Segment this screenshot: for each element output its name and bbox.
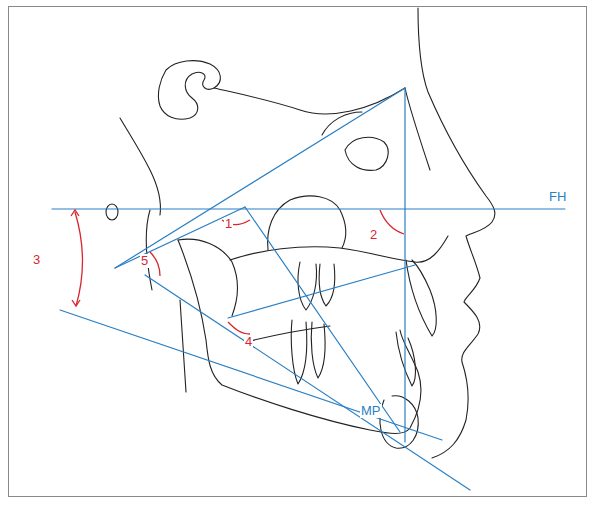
angle-number: 4 xyxy=(244,335,253,349)
angle-number: 5 xyxy=(140,254,149,268)
plane-label: MP xyxy=(360,404,382,418)
angle-number: 2 xyxy=(369,228,378,242)
angle-number: 3 xyxy=(32,253,41,267)
plane-label: FH xyxy=(548,190,567,204)
angle-number: 1 xyxy=(224,217,233,231)
